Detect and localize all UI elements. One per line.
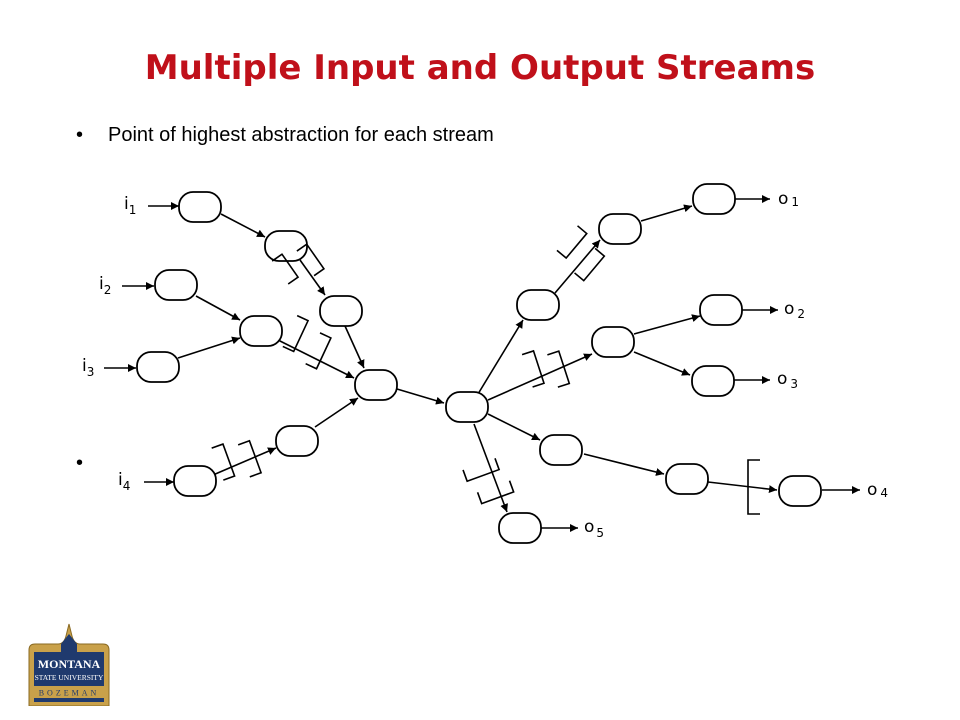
nodes <box>136 183 822 544</box>
process-node <box>154 269 198 301</box>
process-node <box>136 351 180 383</box>
input-label-i4: i4 <box>118 470 130 493</box>
bullet-dot: • <box>76 124 84 146</box>
abstraction-bracket <box>211 439 263 481</box>
process-node <box>178 191 222 223</box>
flow-arrow <box>344 325 365 369</box>
flow-arrow <box>487 413 541 441</box>
montana-state-logo: MONTANA STATE UNIVERSITY BOZEMAN <box>28 623 110 706</box>
input-label-i1: i1 <box>124 194 136 217</box>
flow-arrow <box>487 353 593 401</box>
process-node <box>591 326 635 358</box>
edges <box>104 195 860 532</box>
flow-arrow <box>299 259 326 296</box>
abstraction-bracket <box>747 459 760 515</box>
process-node <box>699 294 743 326</box>
bullet-text: Point of highest abstraction for each st… <box>108 124 494 146</box>
process-node <box>275 425 319 457</box>
abstraction-bracket <box>282 314 332 370</box>
process-node <box>692 183 736 215</box>
flow-arrow <box>396 388 445 405</box>
abstraction-bracket <box>462 458 515 505</box>
flow-arrow <box>177 336 241 359</box>
flow-arrow <box>633 351 691 376</box>
flow-arrow <box>195 295 241 321</box>
logo-text-montana: MONTANA <box>38 657 101 671</box>
flow-arrow <box>314 397 359 428</box>
flow-arrow <box>640 204 693 222</box>
process-node <box>445 391 489 423</box>
process-node <box>498 512 542 544</box>
abstraction-brackets <box>211 225 760 515</box>
flow-arrow <box>473 423 508 513</box>
process-node <box>778 475 822 507</box>
slide-title: Multiple Input and Output Streams <box>144 48 816 88</box>
logo-text-bozeman: BOZEMAN <box>39 689 100 698</box>
flow-arrow <box>707 481 778 494</box>
abstraction-bracket <box>556 225 606 282</box>
flow-arrow <box>633 314 701 335</box>
logo-text-state: STATE UNIVERSITY <box>35 673 104 682</box>
process-node <box>598 213 642 245</box>
flow-arrow <box>583 453 665 476</box>
process-node <box>319 295 363 327</box>
flow-arrow <box>220 213 266 238</box>
flow-arrow <box>277 339 355 379</box>
abstraction-bracket <box>271 243 326 285</box>
input-label-i3: i3 <box>82 356 94 379</box>
flow-arrow <box>477 319 524 395</box>
process-node <box>516 289 560 321</box>
process-node <box>264 230 308 262</box>
flow-arrow <box>554 239 601 294</box>
process-node <box>173 465 217 497</box>
input-label-i2: i2 <box>99 274 111 297</box>
bullet-dot: • <box>76 452 84 474</box>
flow-arrow <box>212 447 277 476</box>
process-node <box>539 434 583 466</box>
process-node <box>691 365 735 397</box>
abstraction-bracket <box>521 349 571 388</box>
process-node <box>354 369 398 401</box>
process-node <box>239 315 283 347</box>
process-node <box>665 463 709 495</box>
